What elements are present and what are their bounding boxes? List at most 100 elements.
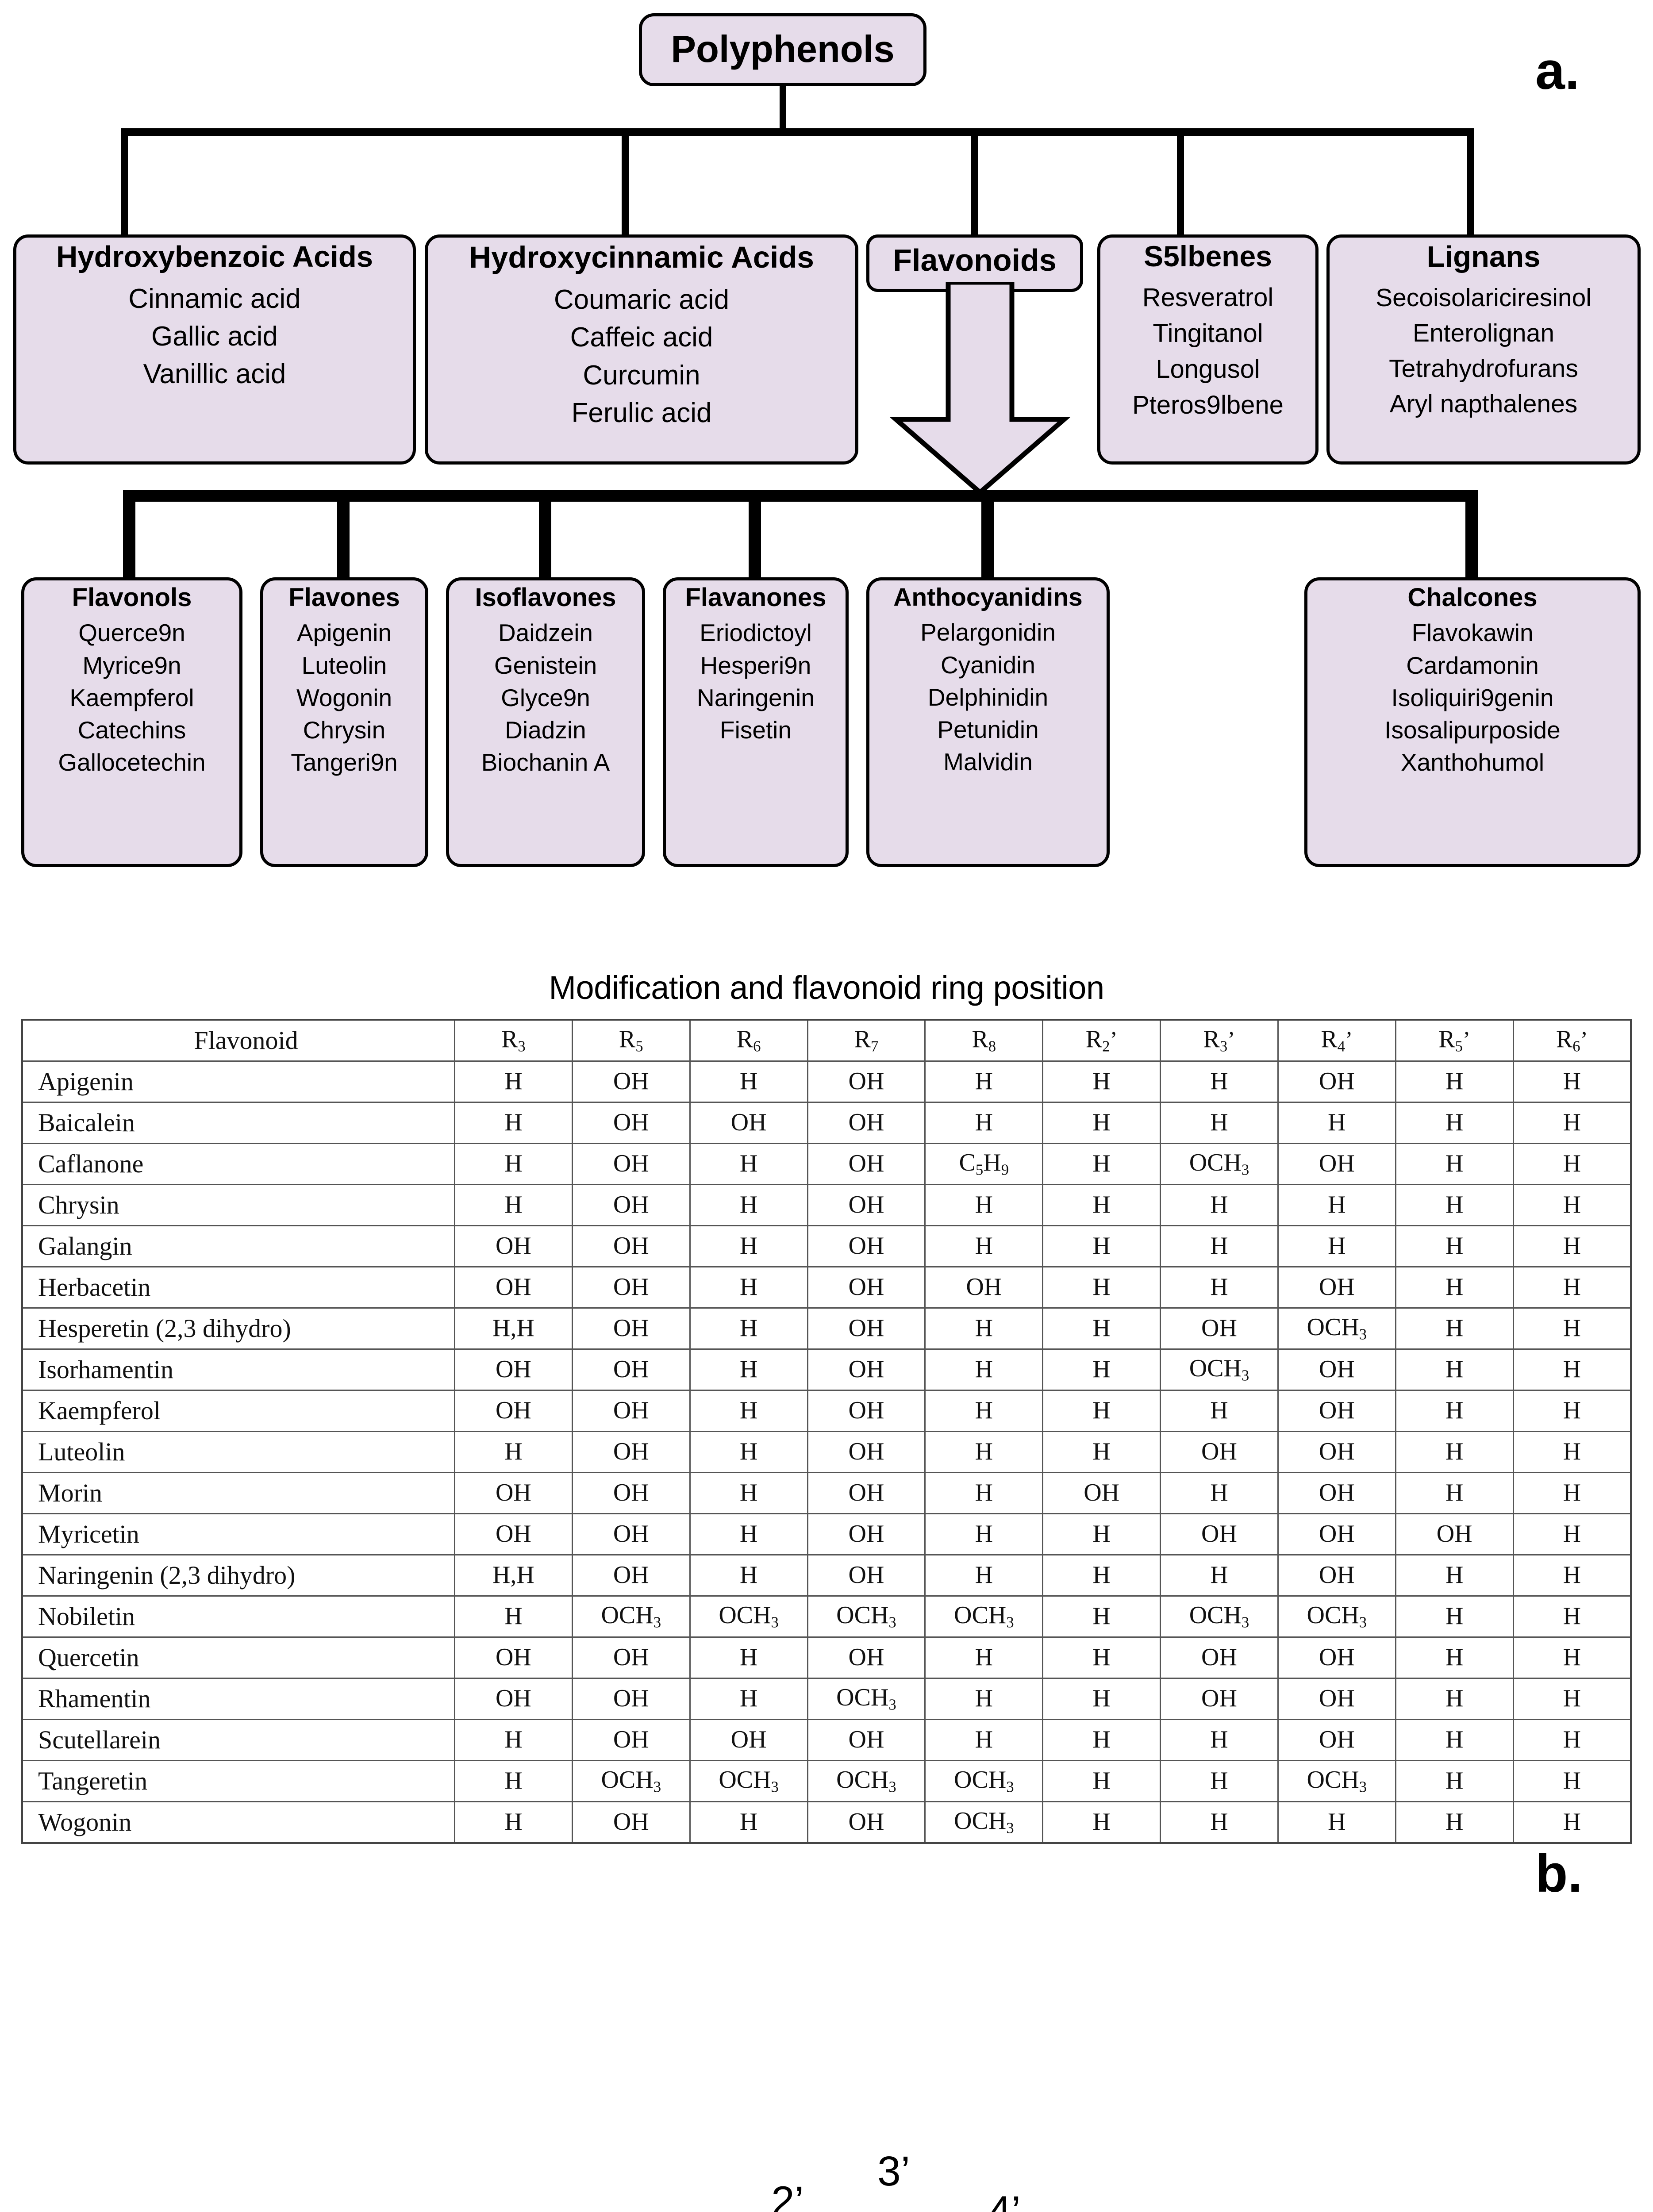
cell-R5-prime: H (1395, 1431, 1514, 1473)
cell-R5-prime: H (1395, 1102, 1514, 1144)
cell-R6-prime: H (1512, 1801, 1632, 1844)
cell-flavonoid-name: Quercetin (21, 1636, 455, 1679)
cell-R3-prime: H (1160, 1225, 1279, 1267)
node-item: Cyanidin (940, 651, 1035, 679)
column-header-R6: R6 (689, 1019, 808, 1062)
node-title: Flavanones (685, 583, 826, 612)
column-header-R6-prime: R6’ (1512, 1019, 1632, 1062)
cell-R4-prime: OH (1277, 1143, 1396, 1185)
cell-R3-prime: H (1160, 1266, 1279, 1309)
node-chalcones[interactable]: Chalcones Flavokawin Cardamonin Isoliqui… (1304, 577, 1641, 867)
column-header-R3-prime: R3’ (1160, 1019, 1279, 1062)
node-polyphenols[interactable]: Polyphenols (639, 13, 926, 86)
node-stilbenes[interactable]: S5lbenes Resveratrol Tingitanol Longusol… (1097, 234, 1319, 465)
node-flavones[interactable]: Flavones Apigenin Luteolin Wogonin Chrys… (260, 577, 428, 867)
cell-R4-prime: OCH3 (1277, 1307, 1396, 1350)
cell-R6: H (689, 1472, 808, 1514)
cell-R6-prime: H (1512, 1678, 1632, 1720)
cell-R3-prime: OH (1160, 1678, 1279, 1720)
node-item: Hesperi9n (700, 651, 811, 679)
cell-R8: H (924, 1390, 1044, 1432)
cell-R6-prime: H (1512, 1390, 1632, 1432)
node-flavonoids[interactable]: Flavonoids (866, 234, 1083, 292)
cell-R5: OH (571, 1719, 691, 1761)
node-title: Flavones (288, 583, 400, 612)
cell-R6: H (689, 1678, 808, 1720)
cell-R8: H (924, 1307, 1044, 1350)
cell-R3-prime: H (1160, 1801, 1279, 1844)
connector-drop-flavanones (749, 490, 761, 579)
cell-flavonoid-name: Naringenin (2,3 dihydro) (21, 1554, 455, 1597)
cell-R6-prime: H (1512, 1102, 1632, 1144)
node-flavanones[interactable]: Flavanones Eriodictoyl Hesperi9n Naringe… (663, 577, 849, 867)
cell-R6: H (689, 1801, 808, 1844)
node-flavonols[interactable]: Flavonols Querce9n Myrice9n Kaempferol C… (21, 577, 242, 867)
cell-R2-prime: H (1042, 1595, 1161, 1638)
cell-R3: OH (454, 1348, 573, 1391)
cell-R7: OH (807, 1225, 926, 1267)
cell-R6-prime: H (1512, 1513, 1632, 1555)
cell-R3-prime: OCH3 (1160, 1143, 1279, 1185)
cell-R4-prime: OH (1277, 1636, 1396, 1679)
cell-flavonoid-name: Herbacetin (21, 1266, 455, 1309)
node-title: Isoflavones (475, 583, 616, 612)
cell-R7: OH (807, 1719, 926, 1761)
cell-R5: OH (571, 1225, 691, 1267)
position-label-4-prime: 4’ (988, 2188, 1021, 2212)
cell-R3-prime: H (1160, 1760, 1279, 1802)
node-anthocyanidins[interactable]: Anthocyanidins Pelargonidin Cyanidin Del… (866, 577, 1110, 867)
cell-R6-prime: H (1512, 1554, 1632, 1597)
cell-R4-prime: OH (1277, 1390, 1396, 1432)
cell-R5: OH (571, 1554, 691, 1597)
node-hydroxybenzoic-acids[interactable]: Hydroxybenzoic Acids Cinnamic acid Galli… (13, 234, 416, 465)
cell-R6-prime: H (1512, 1472, 1632, 1514)
cell-R5: OH (571, 1678, 691, 1720)
cell-R5-prime: H (1395, 1678, 1514, 1720)
cell-R8: H (924, 1513, 1044, 1555)
cell-R3: H (454, 1143, 573, 1185)
panel-a-flowchart: a. Polyphenols Hydroxybenzoic Acids Cinn… (0, 0, 1653, 880)
cell-R6: H (689, 1513, 808, 1555)
cell-R6: H (689, 1636, 808, 1679)
cell-R7: OH (807, 1801, 926, 1844)
cell-R2-prime: H (1042, 1513, 1161, 1555)
connector-drop-hba (121, 128, 128, 237)
node-item: Vanillic acid (143, 359, 286, 390)
cell-R3: OH (454, 1472, 573, 1514)
cell-R3: H (454, 1184, 573, 1226)
cell-R5-prime: H (1395, 1719, 1514, 1761)
node-isoflavones[interactable]: Isoflavones Daidzein Genistein Glyce9n D… (446, 577, 645, 867)
cell-R2-prime: H (1042, 1184, 1161, 1226)
node-item: Tangeri9n (291, 748, 398, 776)
connector-drop-flavonoids (971, 128, 978, 237)
cell-flavonoid-name: Isorhamentin (21, 1348, 455, 1391)
cell-R5-prime: H (1395, 1307, 1514, 1350)
cell-R8: H (924, 1431, 1044, 1473)
cell-flavonoid-name: Luteolin (21, 1431, 455, 1473)
node-item: Curcumin (583, 360, 700, 391)
node-title: Hydroxycinnamic Acids (469, 240, 814, 274)
cell-R7: OH (807, 1184, 926, 1226)
cell-R4-prime: H (1277, 1801, 1396, 1844)
cell-R7: OCH3 (807, 1678, 926, 1720)
node-hydroxycinnamic-acids[interactable]: Hydroxycinnamic Acids Coumaric acid Caff… (425, 234, 858, 465)
connector-drop-hca (622, 128, 629, 237)
cell-R6: H (689, 1060, 808, 1103)
cell-R3: OH (454, 1225, 573, 1267)
cell-R6-prime: H (1512, 1307, 1632, 1350)
node-lignans[interactable]: Lignans Secoisolariciresinol Enteroligna… (1326, 234, 1641, 465)
node-title: S5lbenes (1144, 240, 1272, 273)
flavone-structure-diagram: O O 2 3 4 5 6 7 8 2’ 3’ 4’ 5’ 6’ A C B F… (484, 2148, 1021, 2212)
cell-R7: OH (807, 1472, 926, 1514)
cell-R5-prime: H (1395, 1266, 1514, 1309)
cell-R5-prime: H (1395, 1801, 1514, 1844)
column-header-R2-prime: R2’ (1042, 1019, 1161, 1062)
